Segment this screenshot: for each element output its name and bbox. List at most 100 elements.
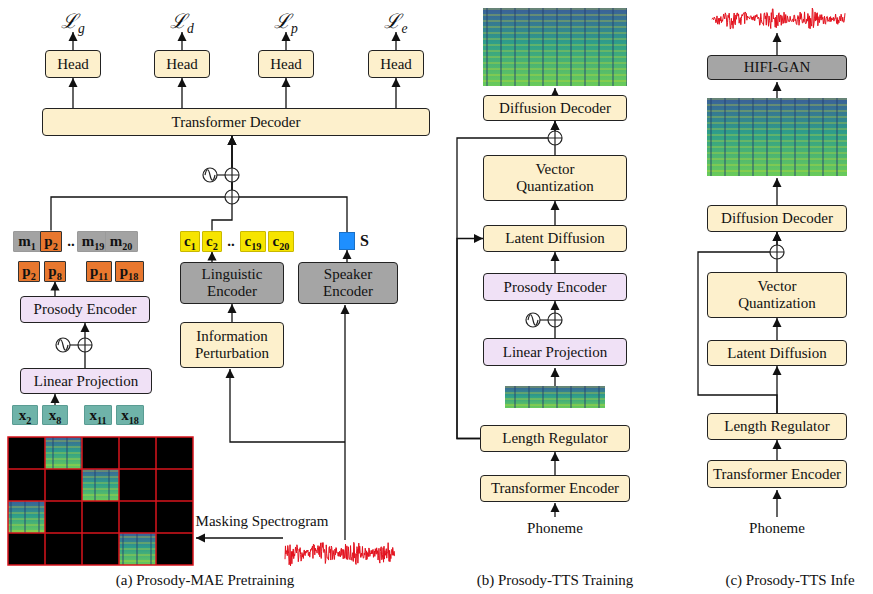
subfigure-caption: (a) Prosody-MAE Pretraining: [116, 572, 294, 589]
arrow-line: [554, 368, 555, 386]
arrow-connector: [181, 78, 182, 108]
node-text: Head: [166, 56, 198, 73]
decoder-box: Diffusion Decoder: [483, 95, 627, 121]
arrow-line: [554, 88, 555, 95]
subscript: g: [78, 21, 85, 36]
masked-spectrogram-grid: [45, 437, 82, 469]
patch-token: x2: [12, 405, 38, 425]
sum-symbol: [225, 190, 239, 204]
mask-token: m1: [13, 231, 41, 252]
masked-spectrogram-grid: [8, 437, 193, 565]
sum-symbol: [78, 338, 92, 352]
masked-spectrogram-grid: [45, 437, 82, 469]
positional-encoding-symbol: [528, 315, 538, 326]
text-part: x: [49, 407, 57, 423]
node-text: Head: [57, 56, 89, 73]
arrow-connector: [212, 136, 232, 231]
node-text: Prosody Encoder: [34, 301, 137, 318]
node-text: Transformer Encoder: [713, 466, 841, 483]
arrow-line: [776, 82, 777, 98]
spectrogram-image: [505, 386, 605, 408]
text-part: c: [245, 233, 252, 249]
node-text: x2: [19, 408, 32, 423]
spectrogram-image: [483, 8, 627, 86]
arrow-connector: [554, 252, 555, 273]
node-text: Linear Projection: [503, 344, 608, 361]
arrow-connector: [51, 136, 232, 231]
positional-encoding-symbol: [203, 168, 217, 182]
sum-symbol: [78, 338, 92, 352]
arrow-connector: [776, 440, 777, 460]
prosody-token: p2: [18, 261, 40, 282]
node-text: S: [360, 233, 369, 249]
node-text: Transformer Decoder: [172, 114, 301, 131]
sum-symbol: [770, 245, 784, 259]
subscript: 19: [251, 241, 261, 252]
positional-encoding-symbol: [56, 338, 70, 352]
arrow-line: [776, 178, 777, 205]
masked-spectrogram-grid: [8, 437, 193, 565]
arrow-connector: [285, 78, 286, 108]
node-text: Head: [270, 56, 302, 73]
loss-label: ℒg: [61, 7, 85, 34]
text-part: x: [121, 407, 129, 423]
arrow-line: [344, 305, 345, 540]
prosody-token: p11: [86, 261, 112, 282]
subscript: 11: [98, 271, 108, 282]
text-part: m: [110, 233, 123, 249]
projection-box: Linear Projection: [483, 338, 627, 366]
masked-spectrogram-grid: [82, 469, 119, 501]
positional-encoding-symbol: [203, 168, 225, 182]
vocoder-box: HIFI-GAN: [707, 55, 847, 80]
text-part: ℒ: [274, 10, 291, 32]
text-part: ℒ: [384, 10, 401, 32]
arrow-connector: [776, 318, 777, 340]
sum-symbol: [225, 190, 239, 204]
sum-symbol: [548, 313, 562, 327]
arrow-line: [776, 33, 777, 55]
content-token: c20: [268, 231, 294, 252]
sum-symbol: [225, 168, 239, 182]
spectrogram-image: [483, 8, 847, 408]
subscript: 2: [26, 415, 31, 426]
node-text: p8: [48, 264, 61, 279]
node-text: Transformer Encoder: [491, 480, 619, 497]
loss-label: ℒp: [274, 7, 298, 34]
arrow-label: Masking Spectrogram: [196, 513, 329, 530]
positional-encoding-symbol: [540, 319, 548, 320]
sum-symbol: [548, 313, 562, 327]
node-text: c19: [245, 234, 262, 249]
node-text: Information Perturbation: [185, 328, 279, 362]
subfigure-caption: (c) Prosody-TTS Infe: [725, 572, 854, 589]
subfigure-caption: (b) Prosody-TTS Training: [477, 572, 634, 589]
arrow-line: [395, 32, 396, 50]
text-part: ℒ: [61, 10, 78, 32]
sum-symbol: [548, 313, 562, 327]
sum-symbol: [548, 131, 562, 145]
arrow-connector: [698, 232, 777, 413]
positional-encoding-symbol: [526, 313, 548, 327]
sum-symbol: [78, 338, 92, 352]
text-part: m: [18, 233, 31, 249]
head-box: Head: [154, 50, 210, 78]
node-text: Linguistic Encoder: [185, 266, 279, 300]
positional-encoding-symbol: [70, 344, 78, 345]
text-part: x: [19, 407, 27, 423]
arrow-line: [72, 32, 73, 50]
subscript: 20: [279, 241, 289, 252]
process-box: Length Regulator: [480, 425, 630, 452]
subscript: 8: [56, 415, 61, 426]
node-text: Latent Diffusion: [505, 230, 604, 247]
node-text: Linear Projection: [34, 373, 139, 390]
masked-spectrogram-grid: [8, 501, 45, 533]
projection-box: Linear Projection: [20, 368, 152, 394]
text-part: c: [184, 233, 191, 249]
head-box: Head: [368, 50, 424, 78]
positional-encoding-symbol: [56, 338, 78, 352]
patch-token: x11: [84, 405, 112, 425]
input-label: Phoneme: [749, 520, 805, 537]
node-text: Latent Diffusion: [727, 345, 826, 362]
ellipsis: ..: [227, 233, 235, 250]
arrow-connector: [54, 394, 55, 405]
node-text: Diffusion Decoder: [499, 100, 611, 117]
